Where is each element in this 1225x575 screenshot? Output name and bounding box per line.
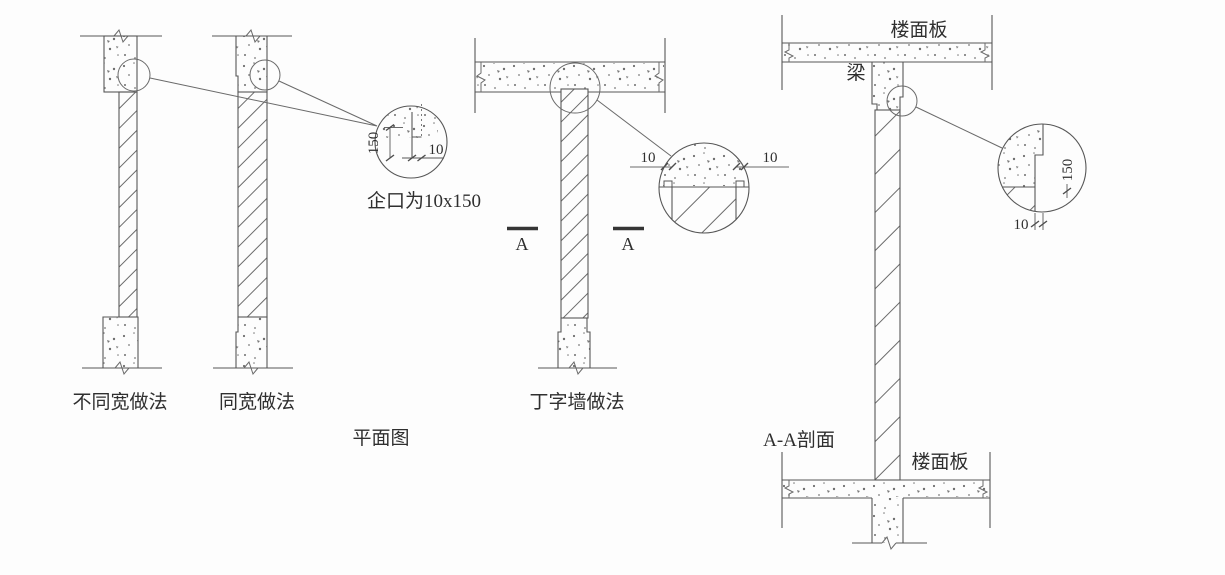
dim-rebate-height: 150 (366, 132, 382, 155)
label-slab-bottom: 楼面板 (911, 451, 968, 473)
break-mark (114, 360, 130, 376)
section-letter: A (622, 234, 635, 254)
break-mark (654, 62, 664, 92)
caption-fig1: 不同宽做法 (72, 391, 167, 413)
slab-concrete-band (783, 44, 991, 61)
dim-key-width-right: 10 (763, 150, 778, 166)
break-mark (881, 535, 897, 551)
slab-edge-lines (781, 452, 991, 528)
detail-reference-circle (249, 59, 281, 91)
detail-circle-beam-rebate: 150 10 (997, 123, 1087, 233)
section-letter: A (516, 234, 529, 254)
slab-concrete-band (476, 63, 664, 91)
label-rebate-note: 企口为10x150 (367, 190, 481, 212)
break-mark (783, 43, 795, 62)
column-concrete-plan (102, 316, 139, 369)
beam-concrete (873, 498, 902, 543)
wall-hatched-plan (560, 88, 589, 319)
caption-plan-title: 平面图 (352, 428, 409, 449)
caption-fig3: 丁字墙做法 (529, 391, 624, 413)
caption-section: A-A剖面 (763, 429, 835, 451)
label-beam: 梁 (846, 62, 865, 84)
label-slab-top: 楼面板 (890, 19, 947, 41)
column-concrete-plan (557, 317, 591, 369)
detail-circle-t-joint: 10 10 (630, 142, 789, 234)
break-mark (243, 360, 259, 376)
detail-circle-rebate: 150 10 (366, 104, 448, 179)
figure-t-shaped-wall: A A (474, 38, 672, 376)
break-mark (476, 62, 486, 92)
dim-rebate-width: 10 (429, 142, 444, 158)
slab-edge-lines (474, 38, 666, 113)
figure-plan-same-width (212, 28, 293, 376)
dim-key-width-left: 10 (641, 150, 656, 166)
caption-fig2: 同宽做法 (219, 391, 295, 413)
detail-reference-circle (886, 85, 918, 117)
slab-concrete-band (783, 481, 989, 497)
column-concrete-plan (235, 35, 268, 93)
break-mark (783, 480, 795, 498)
detail-leader-line (915, 106, 1003, 149)
dim-rebate-height: 150 (1060, 159, 1076, 182)
wall-hatched-plan (237, 91, 268, 318)
detail-leader-lines (149, 77, 378, 127)
figure-section-a-a: 楼面板 梁 楼面板 (781, 15, 1003, 551)
dim-rebate-width: 10 (1014, 217, 1029, 233)
break-mark (568, 360, 584, 376)
break-mark (977, 480, 989, 498)
detail-leader-line (596, 99, 672, 157)
detail-reference-circle (549, 62, 601, 114)
detail-reference-circle (117, 58, 151, 92)
column-concrete-plan (235, 316, 268, 369)
wall-hatched-section (874, 109, 901, 481)
slab-edge-lines (781, 15, 993, 90)
break-mark (979, 43, 991, 62)
figure-plan-narrow-column (80, 28, 162, 376)
wall-hatched-plan (118, 91, 138, 318)
